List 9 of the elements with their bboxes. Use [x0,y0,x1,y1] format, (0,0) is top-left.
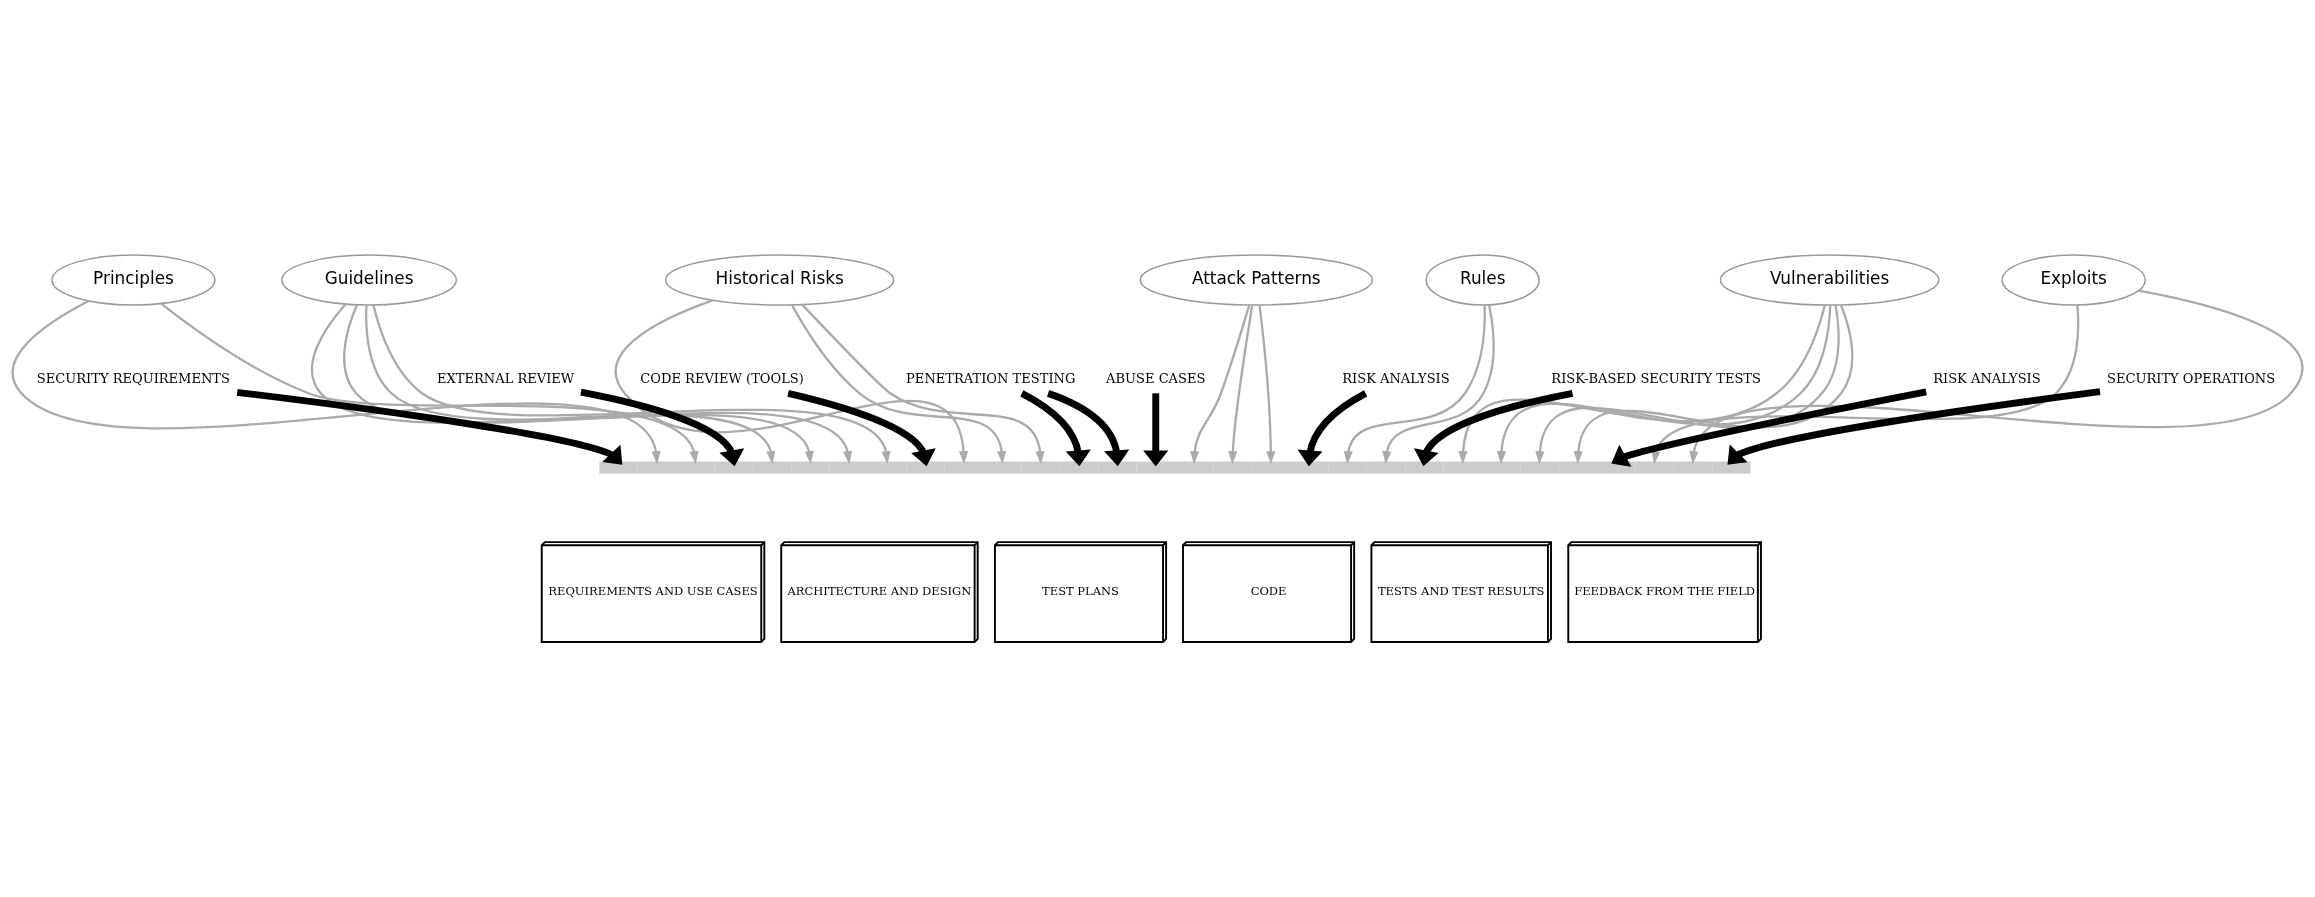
node-text: ABUSE CASES [1106,370,1206,386]
node-text: EXTERNAL REVIEW [437,370,575,386]
node-text: SECURITY REQUIREMENTS [36,370,231,386]
node-text: RISK ANALYSIS [1342,370,1450,386]
node-text: CODE REVIEW (TOOLS) [640,370,804,386]
node-text: RISK-BASED SECURITY TESTS [1551,370,1761,386]
node-text: SECURITY OPERATIONS [2107,370,2276,386]
node-text: PENETRATION TESTING [906,370,1076,386]
node-text: RISK ANALYSIS [1933,370,2041,386]
